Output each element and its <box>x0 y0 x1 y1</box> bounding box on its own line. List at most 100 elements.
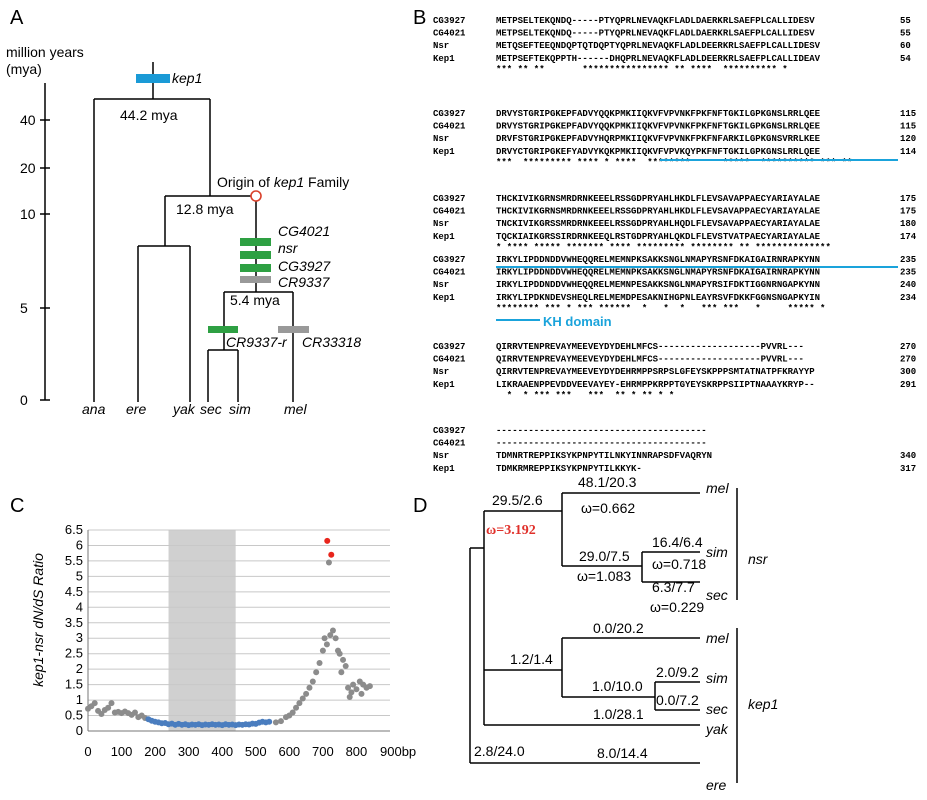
data-point <box>358 690 365 697</box>
seq-name: CG4021 <box>433 122 466 132</box>
conservation-stars: *** ** ** **************** ** **** *****… <box>496 64 788 74</box>
y-axis-title: kep1-nsr dN/dS Ratio <box>30 553 46 687</box>
y-tick-label: 2.5 <box>65 646 83 661</box>
y-tick-label: 2 <box>76 661 83 676</box>
taxon-kep1-mel: mel <box>706 630 729 646</box>
data-point <box>346 693 353 700</box>
kh-domain-label: KH domain <box>543 314 612 329</box>
panel-label-d: D <box>413 495 427 517</box>
gene-label-cr9337-r: CR9337-r <box>226 334 288 350</box>
omega-label-red: ω=3.192 <box>486 523 536 538</box>
seq-name: Nsr <box>433 134 449 144</box>
seq-residues: TDMKRMREPPIKSYKPNPYTILKKYK- <box>496 464 642 474</box>
seq-residues: METPSELTEKQNDQ-----PTYQPRLNEVAQKFLADLDAE… <box>496 16 815 26</box>
species-ana: ana <box>82 401 106 417</box>
axis-title-line1: million years <box>6 44 84 60</box>
data-point <box>316 659 323 666</box>
seq-name: CG4021 <box>433 355 466 365</box>
x-tick-label: 200 <box>144 744 166 759</box>
origin-marker <box>250 190 262 202</box>
taxon-nsr-sec: sec <box>706 587 728 603</box>
data-point <box>272 719 279 726</box>
seq-position: 234 <box>900 293 917 303</box>
omega-label-4: ω=0.229 <box>650 599 704 615</box>
gene-marker-cr9337-r <box>208 326 238 333</box>
seq-residues: TDMNRTREPPIKSYKPNPYTILNKYINNRAPSDFVAQRYN <box>496 451 712 461</box>
seq-residues: THCKIVIKGRNSMRDRNKEEELRSSGDPRYAHLHKDLFLE… <box>496 194 821 204</box>
species-yak: yak <box>172 401 196 417</box>
y-tick-label: 1 <box>76 692 83 707</box>
seq-name: Kep1 <box>433 464 455 474</box>
data-point <box>277 718 284 725</box>
gene-label-cg3927: CG3927 <box>278 258 331 274</box>
data-point <box>348 689 355 696</box>
seq-position: 174 <box>900 232 917 242</box>
seq-name: CG4021 <box>433 29 466 39</box>
seq-residues: DRVYCTGRIPGKEFYADVYKQKPMKIIQKVFVPVKQYPKF… <box>496 147 821 157</box>
species-sec: sec <box>200 401 222 417</box>
gene-label-cr9337: CR9337 <box>278 274 331 290</box>
taxon-kep1-sec: sec <box>706 701 728 717</box>
shaded-region <box>168 530 236 731</box>
gene-label-nsr: nsr <box>278 240 299 256</box>
seq-residues: DRVFSTGRIPGKEPFADVYHQRPMKIIQKVFVPVNKFPKF… <box>496 134 821 144</box>
gene-marker-cg3927 <box>240 264 271 272</box>
seq-position: 120 <box>900 134 916 144</box>
seq-name: CG3927 <box>433 255 465 265</box>
data-point <box>266 718 273 725</box>
panel-label-c: C <box>10 495 24 517</box>
seq-residues: THCKIVIKGRNSMRDRNKEEELRSSGDPRYAHLHKDLFLE… <box>496 207 821 217</box>
x-tick-label: 300 <box>178 744 200 759</box>
panel-d: D 48.1/20.3 29.5/2.6 <box>413 474 778 793</box>
seq-name: Kep1 <box>433 380 455 390</box>
seq-residues: QIRRVTENPREVAYMEEVEYDYDEHLMFCS----------… <box>496 355 804 365</box>
taxon-kep1-yak: yak <box>705 721 729 737</box>
data-point <box>306 684 313 691</box>
tick-label-5: 5 <box>20 300 28 316</box>
seq-name: Nsr <box>433 41 449 51</box>
data-point <box>293 704 300 711</box>
tick-label-20: 20 <box>20 160 36 176</box>
omega-label-3: ω=1.083 <box>577 568 631 584</box>
branch-label-b10: 0.0/7.2 <box>656 692 699 708</box>
species-mel: mel <box>284 401 307 417</box>
x-tick-label: 500 <box>245 744 267 759</box>
data-point <box>332 635 339 642</box>
seq-position: 240 <box>900 280 916 290</box>
gene-marker-cr33318 <box>278 326 309 333</box>
taxon-nsr-sim: sim <box>706 544 728 560</box>
seq-residues: IRKYLIPDDNDDVWHEQQRELMEMNPKSAKKSNGLNMAPY… <box>496 255 820 265</box>
seq-position: 235 <box>900 255 916 265</box>
data-point <box>98 710 105 717</box>
taxon-kep1-sim: sim <box>706 670 728 686</box>
y-tick-label: 4 <box>76 599 83 614</box>
seq-name: Kep1 <box>433 147 455 157</box>
gene-marker-nsr <box>240 251 271 259</box>
species-ere: ere <box>126 401 146 417</box>
y-tick-label: 6.5 <box>65 522 83 537</box>
seq-position: 60 <box>900 41 911 51</box>
gene-tree <box>469 488 738 783</box>
seq-name: Nsr <box>433 367 449 377</box>
seq-residues: METQSEFTEEQNDQPTQTDQPTYQPRLNEVAQKFLADLDE… <box>496 41 821 51</box>
panel-label-a: A <box>10 7 24 29</box>
seq-position: 340 <box>900 451 916 461</box>
seq-name: CG3927 <box>433 109 465 119</box>
data-point <box>91 700 98 707</box>
seq-residues: IRKYLIPDKNDEVSHEQLRELMEMDPESAKNIHGPNLEAY… <box>496 293 820 303</box>
gene-label-cr33318: CR33318 <box>302 334 361 350</box>
seq-name: CG3927 <box>433 426 465 436</box>
data-point <box>350 681 357 688</box>
x-tick-label: 600 <box>278 744 300 759</box>
tick-label-10: 10 <box>20 206 36 222</box>
seq-position: 54 <box>900 54 911 64</box>
seq-residues: IRKYLIPDDNDDVWHEQQRELMEMNPKSAKKSNGLNMAPY… <box>496 268 820 278</box>
data-point <box>324 537 331 544</box>
seq-residues: IRKYLIPDDNDDVWHEQQRELMEMNPESAKKSNGLNMAPY… <box>496 280 820 290</box>
seq-position: 235 <box>900 268 916 278</box>
y-tick-label: 0 <box>76 723 83 738</box>
seq-residues: TNCKIVIKGRSSMRDRNKEEELRSSGDPRYAHLHQDLFLE… <box>496 219 821 229</box>
